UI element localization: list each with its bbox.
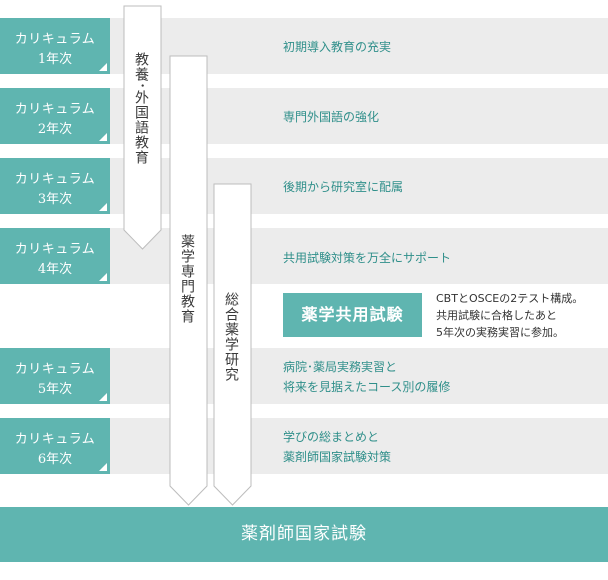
curriculum-year: 5年次 (37, 382, 73, 397)
common-exam-badge: 薬学共用試験 (283, 293, 422, 337)
common-exam-note: CBTとOSCEの2テスト構成。 共用試験に合格したあと 5年次の実務実習に参加… (436, 292, 584, 339)
corner-triangle-icon (99, 393, 107, 401)
arrow-pharmacy-specialty-label: 薬学専門教育 (179, 234, 195, 324)
curriculum-year: 2年次 (37, 122, 73, 137)
arrow-liberal-arts-shape (123, 5, 162, 250)
curriculum-label: カリキュラム (14, 242, 96, 257)
national-exam-bar: 薬剤師国家試験 (0, 507, 608, 562)
curriculum-label: カリキュラム (14, 172, 96, 187)
curriculum-label: カリキュラム (14, 102, 96, 117)
curriculum-year-5[interactable]: カリキュラム 5年次 (0, 348, 110, 404)
row-text-6: 学びの総まとめと 薬剤師国家試験対策 (283, 430, 392, 464)
curriculum-year: 4年次 (37, 262, 73, 277)
curriculum-year: 1年次 (37, 52, 73, 67)
curriculum-label: カリキュラム (14, 32, 96, 47)
curriculum-year-1[interactable]: カリキュラム 1年次 (0, 18, 110, 74)
corner-triangle-icon (99, 63, 107, 71)
row-text-2: 専門外国語の強化 (283, 110, 380, 124)
curriculum-label: カリキュラム (14, 362, 96, 377)
curriculum-label: カリキュラム (14, 432, 96, 447)
corner-triangle-icon (99, 463, 107, 471)
corner-triangle-icon (99, 273, 107, 281)
row-text-1: 初期導入教育の充実 (283, 40, 392, 54)
arrow-research-shape (213, 183, 252, 506)
curriculum-year-3[interactable]: カリキュラム 3年次 (0, 158, 110, 214)
curriculum-year-2[interactable]: カリキュラム 2年次 (0, 88, 110, 144)
curriculum-year-6[interactable]: カリキュラム 6年次 (0, 418, 110, 474)
corner-triangle-icon (99, 133, 107, 141)
arrow-research-label: 総合薬学研究 (223, 292, 239, 382)
arrow-liberal-arts-label: 教養･外国語教育 (133, 52, 149, 165)
curriculum-year: 6年次 (37, 452, 73, 467)
row-text-3: 後期から研究室に配属 (283, 180, 404, 194)
curriculum-year-4[interactable]: カリキュラム 4年次 (0, 228, 110, 284)
row-text-5: 病院･薬局実務実習と 将来を見据えたコース別の履修 (283, 360, 451, 394)
arrow-pharmacy-specialty-shape (169, 55, 208, 506)
corner-triangle-icon (99, 203, 107, 211)
row-text-4: 共用試験対策を万全にサポート (283, 251, 452, 265)
curriculum-year: 3年次 (37, 192, 73, 207)
